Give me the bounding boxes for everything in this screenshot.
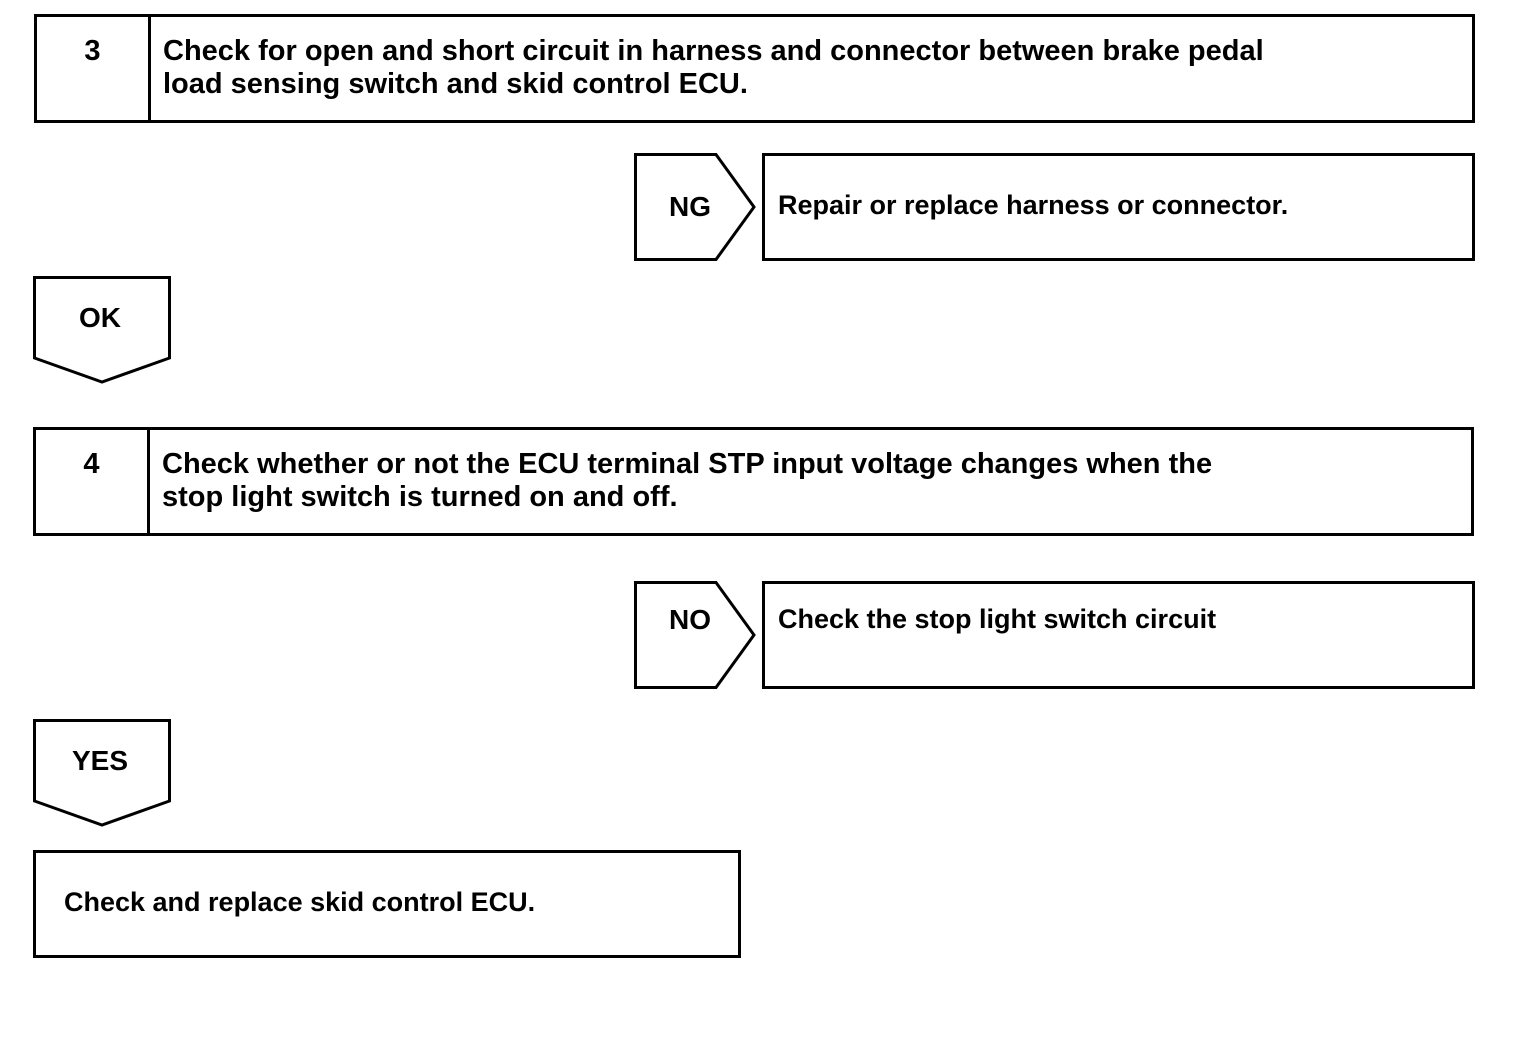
no-action-box: Check the stop light switch circuit <box>762 581 1475 689</box>
step-3-text: Check for open and short circuit in harn… <box>151 17 1472 120</box>
ng-action-box: Repair or replace harness or connector. <box>762 153 1475 261</box>
step-3-number: 3 <box>37 17 151 120</box>
step-4-number: 4 <box>36 430 150 533</box>
step-3-text-line2: load sensing switch and skid control ECU… <box>163 68 748 100</box>
yes-label: YES <box>71 745 129 776</box>
no-arrow-shape <box>634 581 756 689</box>
final-action-text: Check and replace skid control ECU. <box>64 887 536 917</box>
step-3-text-line1: Check for open and short circuit in harn… <box>163 35 1264 67</box>
ok-arrow-shape <box>33 276 171 384</box>
step-3-box: 3 Check for open and short circuit in ha… <box>34 14 1475 123</box>
step-4-box: 4 Check whether or not the ECU terminal … <box>33 427 1474 536</box>
step-4-text: Check whether or not the ECU terminal ST… <box>150 430 1471 533</box>
yes-arrow-shape <box>33 719 171 827</box>
ng-arrow-shape <box>634 153 756 261</box>
step-4-text-line1: Check whether or not the ECU terminal ST… <box>162 448 1213 480</box>
no-label: NO <box>669 604 711 635</box>
no-action-text: Check the stop light switch circuit <box>778 604 1217 634</box>
final-action-box: Check and replace skid control ECU. <box>33 850 741 958</box>
ok-label: OK <box>79 302 121 333</box>
step-4-text-line2: stop light switch is turned on and off. <box>162 481 678 513</box>
ng-action-text: Repair or replace harness or connector. <box>778 190 1289 220</box>
ng-label: NG <box>669 191 711 222</box>
